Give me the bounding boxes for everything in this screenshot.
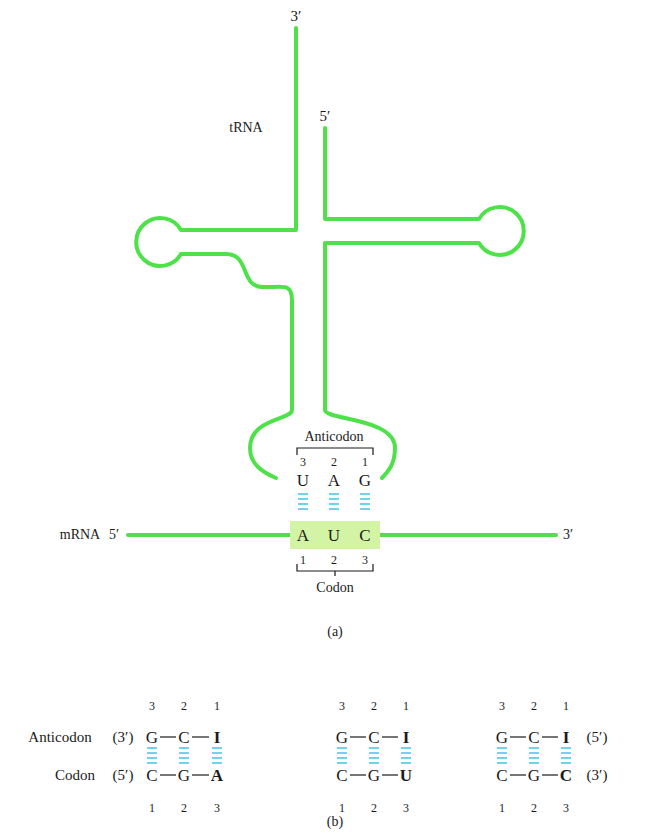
base-letter: A	[211, 767, 223, 784]
base-letter: G	[528, 767, 540, 784]
position-number: 3	[362, 554, 368, 566]
position-number: 2	[331, 456, 337, 468]
base-letter: C	[560, 767, 572, 784]
position-number: 1	[149, 802, 155, 814]
text-label: Codon	[316, 581, 353, 595]
text-label: (3′)	[113, 730, 134, 745]
text-label: 3′	[291, 9, 302, 24]
text-label: 5′	[320, 109, 331, 124]
base-letter: G	[496, 729, 508, 746]
position-number: 1	[339, 802, 345, 814]
mrna-strand	[380, 533, 556, 537]
base-letter: G	[368, 767, 380, 784]
base-letter: U	[400, 767, 412, 784]
position-number: 1	[499, 802, 505, 814]
position-number: 3	[149, 700, 155, 712]
position-number: 1	[403, 700, 409, 712]
position-number: 2	[371, 802, 377, 814]
bracket	[297, 448, 373, 576]
base-letter: I	[403, 729, 410, 746]
text-label: (5′)	[113, 768, 134, 783]
text-label: Anticodon	[304, 430, 363, 444]
base-letter: C	[146, 767, 157, 784]
base-letter: G	[178, 767, 190, 784]
base-letter: U	[297, 472, 309, 489]
position-number: 1	[362, 456, 368, 468]
text-label: tRNA	[229, 121, 262, 135]
base-letter: C	[359, 527, 370, 544]
position-number: 1	[300, 554, 306, 566]
position-number: 1	[214, 700, 220, 712]
position-number: 2	[181, 700, 187, 712]
position-number: 3	[563, 802, 569, 814]
position-number: 2	[331, 554, 337, 566]
text-label: Codon	[55, 768, 95, 783]
base-letter: C	[496, 767, 507, 784]
text-label: (a)	[327, 625, 343, 639]
position-number: 1	[563, 700, 569, 712]
base-letter: C	[528, 729, 539, 746]
base-letter: I	[214, 729, 221, 746]
text-label: (b)	[327, 815, 343, 829]
position-number: 2	[531, 700, 537, 712]
base-letter: G	[336, 729, 348, 746]
position-number: 3	[339, 700, 345, 712]
base-letter: C	[178, 729, 189, 746]
base-letter: G	[359, 472, 371, 489]
position-number: 3	[300, 456, 306, 468]
text-label: Anticodon	[28, 730, 91, 745]
position-number: 3	[499, 700, 505, 712]
position-number: 3	[214, 802, 220, 814]
trna-strand	[128, 28, 556, 535]
base-letter: C	[336, 767, 347, 784]
text-label: (5′)	[587, 730, 608, 745]
base-letter: C	[368, 729, 379, 746]
text-label: mRNA	[60, 528, 100, 542]
text-label: 5′	[109, 528, 119, 542]
position-number: 2	[531, 802, 537, 814]
codon-highlight: AUC	[290, 521, 380, 549]
base-letter: U	[328, 527, 340, 544]
base-letter: A	[297, 527, 309, 544]
hydrogen-bond	[147, 494, 571, 763]
base-letter: I	[563, 729, 570, 746]
position-number: 3	[403, 802, 409, 814]
text-label: 3′	[563, 528, 573, 542]
base-letter: A	[328, 472, 340, 489]
mrna-strand	[128, 533, 290, 537]
position-number: 2	[371, 700, 377, 712]
position-number: 2	[181, 802, 187, 814]
base-letter: G	[146, 729, 158, 746]
text-label: (3′)	[587, 768, 608, 783]
